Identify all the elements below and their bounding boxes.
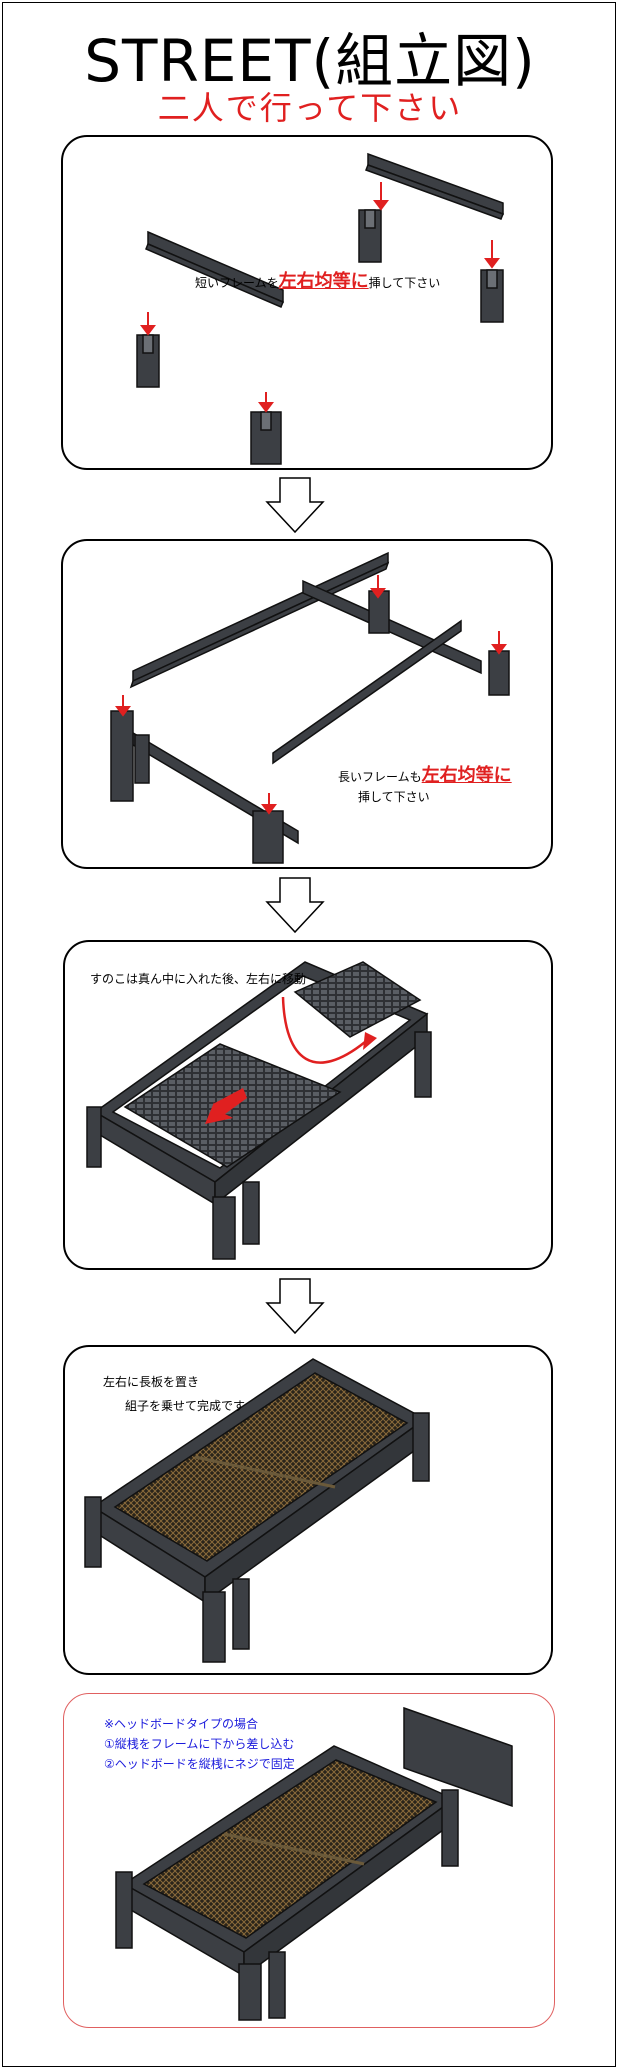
step5-panel: ※ヘッドボードタイプの場合 ①縦桟をフレームに下から差し込む ②ヘッドボードを縦… xyxy=(63,1693,555,2028)
step5-note-line2: ①縦桟をフレームに下から差し込む xyxy=(104,1737,295,1751)
page-subtitle: 二人で行って下さい xyxy=(157,89,463,127)
step2-panel: 長いフレームも左右均等に 挿して下さい xyxy=(61,539,553,869)
step5-note-line3: ②ヘッドボードを縦桟にネジで固定 xyxy=(104,1757,295,1771)
step2-note-highlight: 左右均等に xyxy=(421,765,512,786)
step3-panel: すのこは真ん中に入れた後、左右に移動 xyxy=(63,940,553,1270)
page-title: STREET(組立図) xyxy=(84,27,536,95)
step4-illustration xyxy=(84,1358,430,1663)
step-arrow-1 xyxy=(265,477,325,534)
step3-note: すのこは真ん中に入れた後、左右に移動 xyxy=(90,972,307,986)
step2-note-prefix: 長いフレームも xyxy=(338,770,422,784)
step2-illustration xyxy=(110,551,510,864)
step1-panel: 短いフレームを左右均等に挿して下さい xyxy=(61,135,553,470)
step-arrow-2 xyxy=(265,877,325,934)
step1-note-highlight: 左右均等に xyxy=(278,271,369,292)
step2-note: 長いフレームも左右均等に xyxy=(338,761,512,787)
step1-note-prefix: 短いフレームを xyxy=(195,276,279,290)
step4-note-line1: 左右に長板を置き xyxy=(103,1375,200,1389)
step-arrow-3 xyxy=(265,1278,325,1335)
step1-note-suffix: 挿して下さい xyxy=(368,276,441,290)
step4-panel: 左右に長板を置き 組子を乗せて完成です xyxy=(63,1345,553,1675)
step2-note-line2: 挿して下さい xyxy=(358,790,430,804)
step3-illustration xyxy=(86,961,432,1260)
step4-note-line2: 組子を乗せて完成です xyxy=(125,1399,246,1413)
step1-illustration xyxy=(136,152,504,465)
step5-note-line1: ※ヘッドボードタイプの場合 xyxy=(104,1717,259,1731)
step5-illustration xyxy=(115,1706,513,2021)
step1-note: 短いフレームを左右均等に挿して下さい xyxy=(195,267,440,293)
